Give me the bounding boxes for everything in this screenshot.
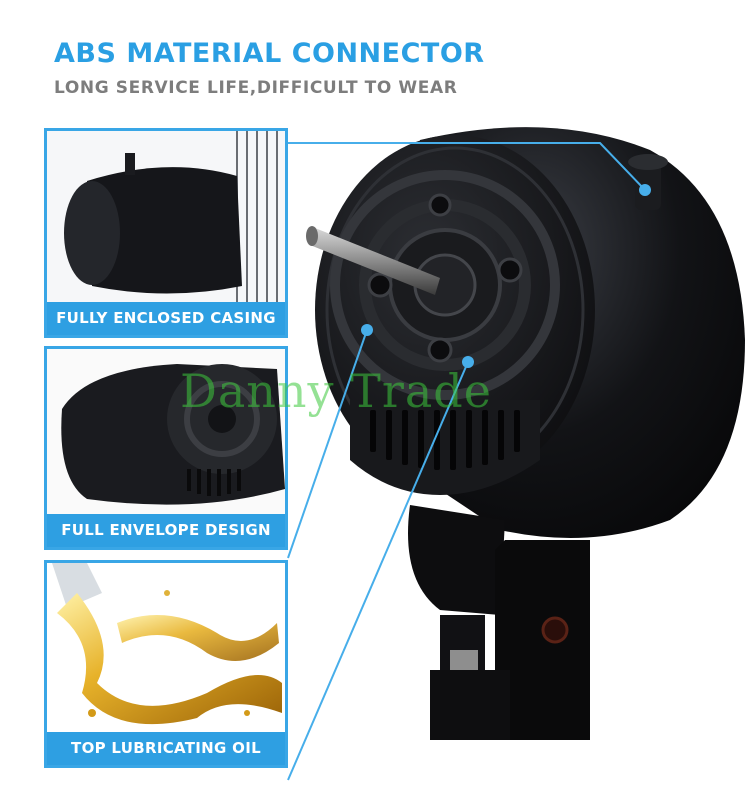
motor-rear-housing-image — [47, 349, 285, 514]
subheadline: LONG SERVICE LIFE,DIFFICULT TO WEAR — [54, 78, 458, 98]
feature-panel-lubricating-oil: TOP LUBRICATING OIL — [44, 560, 288, 768]
feature-panel-enclosed-casing: FULLY ENCLOSED CASING — [44, 128, 288, 338]
watermark: Danny Trade — [180, 364, 492, 418]
feature-label: FULLY ENCLOSED CASING — [47, 302, 285, 335]
golden-oil-splash-image — [47, 563, 285, 732]
feature-label: FULL ENVELOPE DESIGN — [47, 514, 285, 547]
product-image — [306, 127, 745, 740]
headline: ABS MATERIAL CONNECTOR — [54, 38, 485, 69]
feature-label: TOP LUBRICATING OIL — [47, 732, 285, 765]
feature-panel-envelope-design: FULL ENVELOPE DESIGN — [44, 346, 288, 550]
fan-motor-casing-image — [47, 131, 285, 302]
